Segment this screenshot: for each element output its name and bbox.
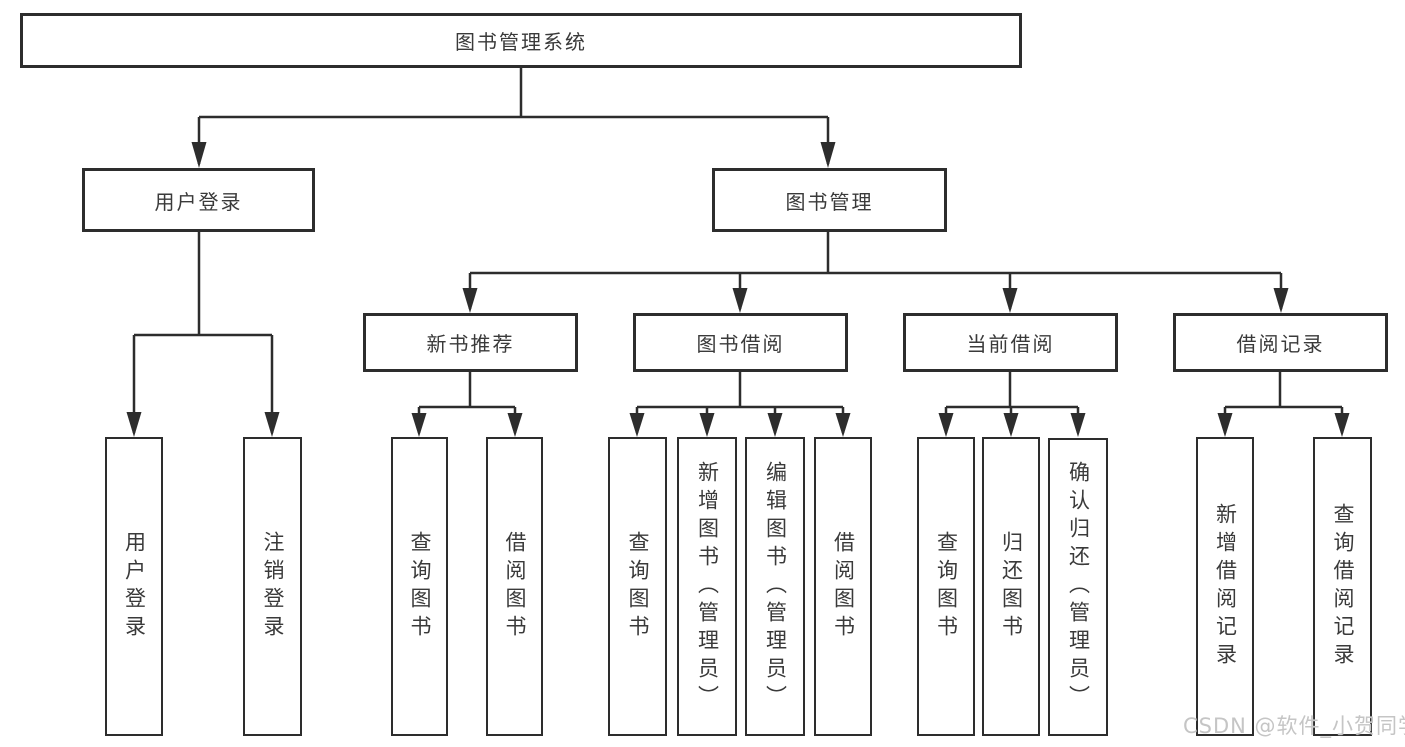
leaf-node-return-books: 归还图书	[982, 437, 1040, 736]
section-node-label: 图书借阅	[696, 332, 785, 356]
leaf-node-logout: 注销登录	[243, 437, 302, 736]
leaf-node-label: 查询图书	[408, 530, 432, 643]
leaf-node-borrow-books: 借阅图书	[486, 437, 543, 736]
leaf-node-user-login: 用户登录	[105, 437, 163, 736]
leaf-node-label: 归还图书	[999, 530, 1024, 643]
section-node-label: 当前借阅	[966, 332, 1055, 356]
leaf-node-borrow-books: 借阅图书	[814, 437, 872, 736]
leaf-node-label: 借阅图书	[831, 530, 856, 643]
leaf-node-add-books-admin: 新增图书（管理员）	[677, 437, 737, 736]
leaf-node-label: 查询图书	[934, 530, 959, 643]
branch-node-label: 图书管理	[785, 189, 874, 214]
section-node-borrow-record: 借阅记录	[1173, 313, 1388, 372]
leaf-node-label: 新增图书（管理员）	[695, 460, 720, 713]
leaf-node-query-books: 查询图书	[608, 437, 667, 736]
leaf-node-label: 注销登录	[261, 530, 285, 643]
leaf-node-label: 用户登录	[122, 530, 147, 643]
section-node-book-borrow: 图书借阅	[633, 313, 848, 372]
section-node-label: 新书推荐	[426, 332, 515, 356]
leaf-node-label: 编辑图书（管理员）	[763, 460, 788, 713]
branch-node-label: 用户登录	[154, 189, 243, 214]
csdn-watermark: CSDN @软件_小贺同学	[1183, 714, 1405, 738]
leaf-node-query-books: 查询图书	[917, 437, 975, 736]
leaf-node-label: 新增借阅记录	[1213, 502, 1238, 671]
branch-node-book-management: 图书管理	[712, 168, 947, 232]
leaf-node-edit-books-admin: 编辑图书（管理员）	[745, 437, 805, 736]
root-node-label: 图书管理系统	[455, 30, 587, 54]
root-node-library-system: 图书管理系统	[20, 13, 1022, 68]
arrowhead-icons	[126, 142, 1350, 437]
leaf-node-confirm-return-admin: 确认归还（管理员）	[1048, 438, 1108, 736]
section-node-label: 借阅记录	[1236, 332, 1325, 356]
section-node-current-borrow: 当前借阅	[903, 313, 1118, 372]
leaf-node-label: 确认归还（管理员）	[1066, 461, 1091, 713]
leaf-node-label: 借阅图书	[503, 530, 527, 643]
leaf-node-add-borrow-record: 新增借阅记录	[1196, 437, 1254, 736]
section-node-new-book-recommend: 新书推荐	[363, 313, 578, 372]
branch-node-user-login: 用户登录	[82, 168, 315, 232]
leaf-node-query-books: 查询图书	[391, 437, 448, 736]
leaf-node-label: 查询图书	[626, 530, 650, 643]
leaf-node-label: 查询借阅记录	[1331, 502, 1355, 671]
leaf-node-query-borrow-record: 查询借阅记录	[1313, 437, 1372, 736]
